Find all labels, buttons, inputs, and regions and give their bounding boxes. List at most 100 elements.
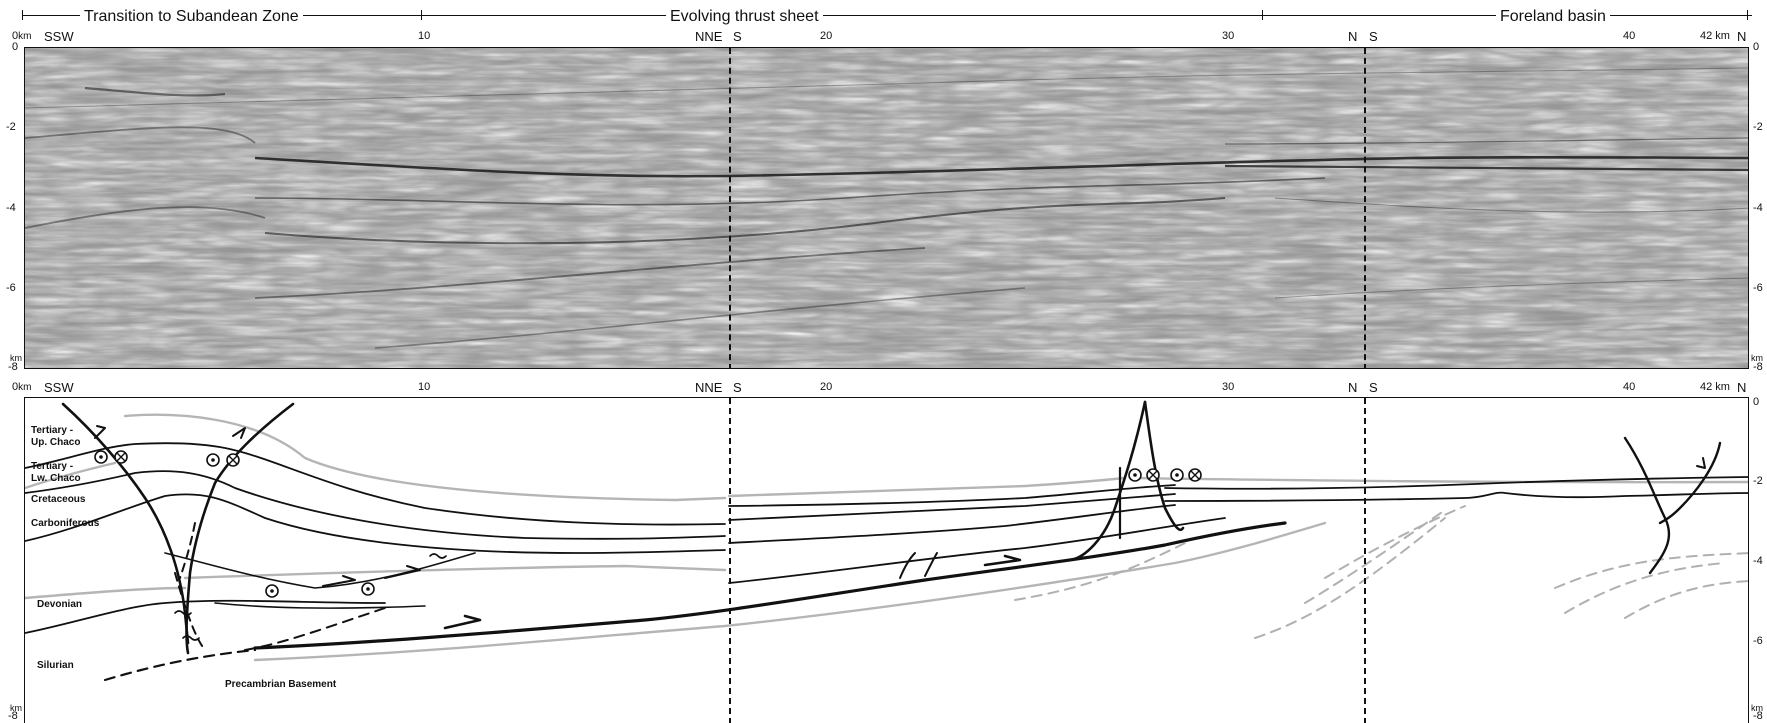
grey-dashed-5 [1554, 552, 1748, 589]
bot-x-tick-10: 10 [418, 381, 431, 393]
horizon-thrust-b [728, 493, 1176, 521]
top-y-left-0: 0 [12, 41, 19, 53]
wavy-mark-1 [429, 553, 447, 559]
grey-horizon-top [123, 413, 727, 502]
unit-label-carboniferous: Carboniferous [31, 518, 100, 529]
top-x-tick-30: 30 [1222, 30, 1235, 42]
bot-x-tick-30: 30 [1222, 381, 1235, 393]
fault-foreland-2 [1658, 441, 1722, 525]
thrust-arrow-1 [443, 614, 482, 630]
fault-small-2 [924, 552, 938, 577]
grey-horizon-mid-thrust [727, 476, 1127, 498]
bot-y-right-6: -6 [1753, 635, 1763, 647]
zone-tick-31 [1262, 10, 1263, 20]
thrust-arrow-2 [983, 554, 1022, 567]
grey-dashed-2 [1254, 517, 1446, 639]
seismic-texture [25, 48, 1748, 368]
bot-y-left-unit: km [10, 703, 22, 713]
bot-y-right-8: -8 [1753, 710, 1763, 722]
top-x-tick-0: 0km [12, 30, 32, 42]
dashed-deep-1 [103, 648, 257, 682]
top-dir-n-1: N [1348, 29, 1358, 44]
top-dir-nne: NNE [695, 29, 723, 44]
grey-horizon-base [253, 521, 1327, 662]
fault-slip-arrow-3 [1696, 457, 1706, 469]
top-y-left-4: -4 [6, 202, 16, 214]
grey-dashed-6 [1624, 580, 1748, 619]
bot-y-right-unit: km [1751, 703, 1763, 713]
top-y-right-6: -6 [1753, 282, 1763, 294]
bot-dir-nne: NNE [695, 380, 723, 395]
dashed-deep-2 [244, 607, 386, 651]
bot-y-right-2: -2 [1753, 475, 1763, 487]
grey-horizon-left [25, 461, 117, 490]
horizon-thrust-c [728, 504, 1176, 544]
horizon-thrust-d [728, 517, 1226, 584]
bot-dir-n-1: N [1348, 380, 1358, 395]
fault-foreland-1 [1623, 436, 1671, 575]
dashed-deep-4 [179, 522, 196, 579]
bottom-divider-2 [1364, 398, 1366, 723]
bot-x-tick-20: 20 [820, 381, 833, 393]
horizon-lens-lower [214, 602, 426, 609]
bot-x-tick-40: 40 [1623, 381, 1636, 393]
zone-tick-right [1747, 10, 1748, 20]
zone-header-line [22, 15, 1752, 16]
top-y-left-unit: km [10, 353, 22, 363]
horizon-foreland-a [1164, 476, 1748, 490]
top-x-tick-42: 42 km [1700, 30, 1730, 42]
wavy-mark-2 [174, 610, 192, 616]
dashed-deep-3 [174, 572, 206, 651]
horizon-lens-upper [164, 552, 476, 589]
fault-thrust-2 [1143, 400, 1185, 532]
top-y-right-unit: km [1751, 353, 1763, 363]
thrust-arrow-3 [322, 575, 356, 587]
top-y-left-2: -2 [6, 121, 16, 133]
basal-thrust [253, 521, 1287, 650]
grey-horizon-deep-1 [183, 564, 727, 580]
top-y-right-2: -2 [1753, 121, 1763, 133]
bot-y-right-4: -4 [1753, 555, 1763, 567]
zone-tick-left [22, 10, 23, 20]
fault-thrust-1 [1068, 400, 1147, 562]
top-dir-s-2: S [1369, 29, 1378, 44]
grey-dashed-4 [1324, 505, 1466, 579]
wavy-mark-3 [182, 635, 200, 641]
fault-left-2 [185, 402, 295, 655]
fault-slip-arrow-1 [94, 425, 106, 439]
top-dir-s-1: S [733, 29, 742, 44]
grey-horizon-deep-2 [25, 586, 187, 600]
bot-x-tick-0: 0km [12, 381, 32, 393]
top-dir-n-2: N [1737, 29, 1747, 44]
top-y-left-6: -6 [6, 282, 16, 294]
top-x-tick-20: 20 [820, 30, 833, 42]
bot-dir-s-2: S [1369, 380, 1378, 395]
interpretation-drawing [25, 400, 1748, 682]
top-y-right-8: -8 [1753, 361, 1763, 373]
grey-dashed-7 [1564, 562, 1726, 614]
bot-x-tick-42: 42 km [1700, 381, 1730, 393]
top-y-left-8: -8 [8, 361, 18, 373]
fault-small-1 [899, 552, 916, 579]
zone-transition-label: Transition to Subandean Zone [80, 8, 303, 26]
grey-dashed-1 [1014, 542, 1186, 601]
thrust-arrow-4 [384, 565, 421, 579]
top-dir-ssw: SSW [44, 29, 74, 44]
unit-label-tertiary-lw: Tertiary - Lw. Chaco [31, 461, 81, 484]
top-x-tick-40: 40 [1623, 30, 1636, 42]
fault-left-1 [61, 402, 190, 645]
bot-dir-n-2: N [1737, 380, 1747, 395]
bot-y-right-0: 0 [1753, 396, 1760, 408]
unit-label-devonian: Devonian [37, 599, 83, 610]
horizon-foreland-b [1164, 491, 1748, 502]
top-divider-1 [729, 48, 731, 368]
unit-label-tertiary-up: Tertiary - Up. Chaco [31, 425, 81, 448]
interpretation-section: Tertiary - Up. Chaco Tertiary - Lw. Chac… [24, 397, 1749, 723]
horizon-2 [25, 470, 726, 540]
bot-y-left-8: -8 [8, 710, 18, 722]
grey-dashed-3 [1304, 509, 1446, 604]
zone-tick-10 [421, 10, 422, 20]
unit-label-basement: Precambrian Basement [225, 679, 337, 690]
unit-label-silurian: Silurian [37, 660, 74, 671]
unit-label-cretaceous: Cretaceous [31, 494, 86, 505]
